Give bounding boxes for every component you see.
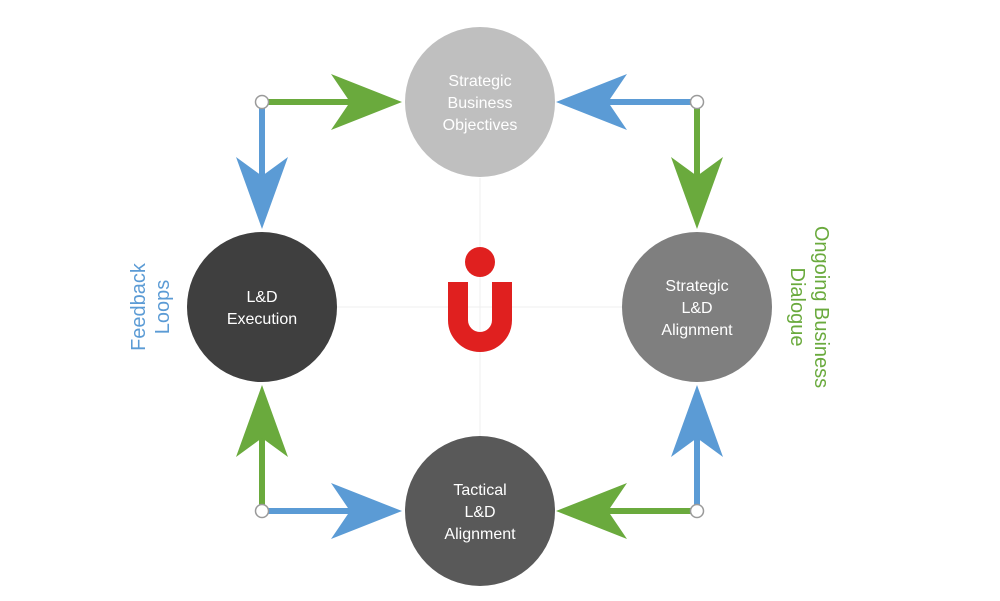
node-label-line3: Alignment xyxy=(661,322,733,339)
node-label-line2: L&D xyxy=(681,300,712,317)
node-circle xyxy=(187,232,337,382)
arrow-left-icon xyxy=(556,483,627,539)
junction-dot-icon xyxy=(254,503,270,519)
arrow-right-icon xyxy=(331,483,402,539)
center-crosshair xyxy=(335,178,625,438)
junction-dots xyxy=(254,94,705,519)
dialogue-label-line2: Dialogue xyxy=(786,268,808,347)
dialogue-label-line1: Ongoing Business xyxy=(810,226,832,388)
arrowheads xyxy=(236,74,723,539)
node-label-line1: L&D xyxy=(246,289,277,306)
logo-head xyxy=(465,247,495,277)
node-label-line2: Business xyxy=(448,95,513,112)
junction-dot-icon xyxy=(689,503,705,519)
node-label-line3: Alignment xyxy=(444,526,516,543)
arrow-left-icon xyxy=(556,74,627,130)
arrow-up-icon xyxy=(671,385,723,457)
feedback-label-line1: Feedback xyxy=(128,262,150,351)
node-label-line2: L&D xyxy=(464,504,495,521)
u-person-logo-icon xyxy=(448,247,512,352)
node-tactical-ld-alignment: Tactical L&D Alignment xyxy=(405,436,555,586)
arrow-down-icon xyxy=(671,157,723,229)
node-circle xyxy=(405,27,555,177)
junction-dot-icon xyxy=(254,94,270,110)
arrow-down-icon xyxy=(236,157,288,229)
arrow-up-icon xyxy=(236,385,288,457)
ongoing-business-dialogue-label: Ongoing Business Dialogue xyxy=(786,226,832,388)
node-ld-execution: L&D Execution xyxy=(187,232,337,382)
node-strategic-business-objectives: Strategic Business Objectives xyxy=(405,27,555,177)
node-strategic-ld-alignment: Strategic L&D Alignment xyxy=(622,232,772,382)
arrow-right-icon xyxy=(331,74,402,130)
node-label-line2: Execution xyxy=(227,311,297,328)
node-label-line3: Objectives xyxy=(443,117,518,134)
logo-body xyxy=(448,282,512,352)
feedback-label-line2: Loops xyxy=(152,280,174,335)
node-circle xyxy=(622,232,772,382)
node-label-line1: Strategic xyxy=(665,278,728,295)
feedback-loops-label: Feedback Loops xyxy=(128,262,174,351)
node-label-line1: Tactical xyxy=(453,482,506,499)
node-label-line1: Strategic xyxy=(448,73,511,90)
junction-dot-icon xyxy=(689,94,705,110)
node-circle xyxy=(405,436,555,586)
